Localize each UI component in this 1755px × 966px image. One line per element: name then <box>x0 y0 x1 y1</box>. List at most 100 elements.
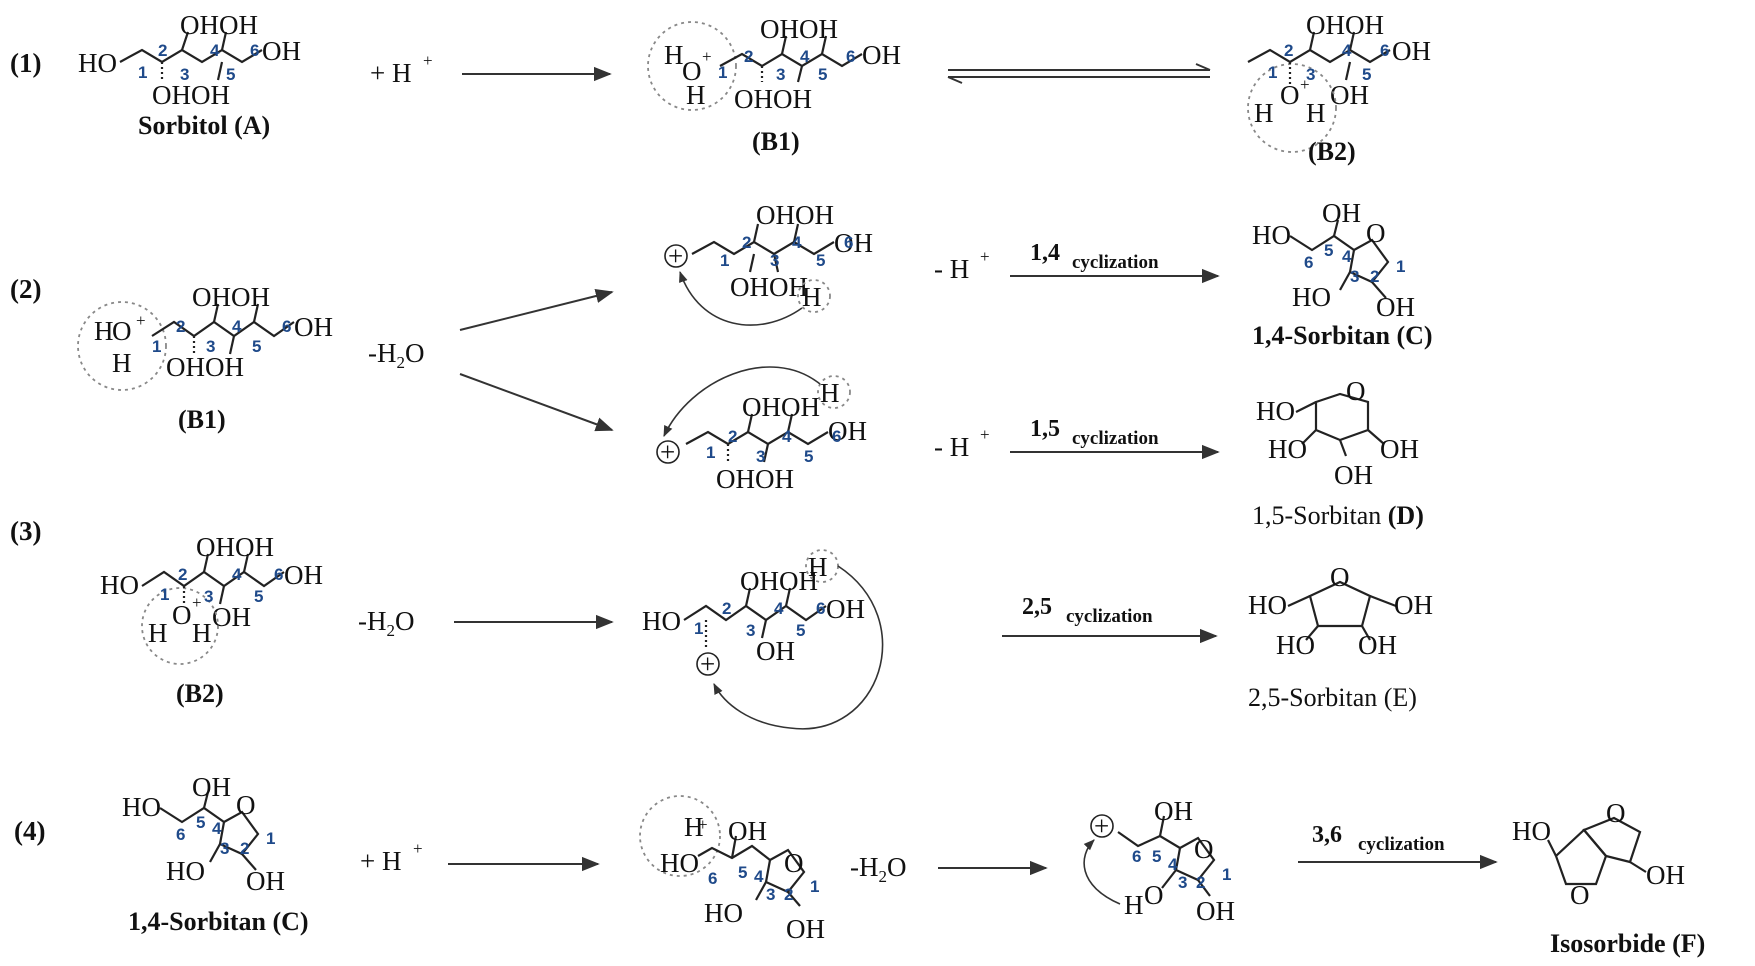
c3-number: 3 <box>180 65 189 84</box>
ho-label: HO <box>122 792 161 822</box>
ohoh-top-label: OHOH <box>742 392 820 422</box>
carbon-chain <box>151 320 295 338</box>
branch-arrow-down <box>459 373 614 432</box>
c6-number: 6 <box>1380 41 1389 60</box>
c6-number: 6 <box>846 47 855 66</box>
ohoh-top-label: OHOH <box>180 10 258 40</box>
ho-label: HO <box>1512 816 1551 846</box>
water-loss-label: -H2O <box>358 606 415 640</box>
c5-number: 5 <box>816 251 825 270</box>
ohoh-bottom-label: OHOH <box>730 272 808 302</box>
carbocation-intermediate: + OH OHOH OHOH H 1 2 3 4 5 6 <box>664 200 873 326</box>
oh-label: OH <box>1322 198 1361 228</box>
oh-label: OH <box>1376 292 1415 322</box>
c1-number: 1 <box>152 337 161 356</box>
furanose-ring <box>1348 238 1390 284</box>
carbon-chain <box>141 570 285 588</box>
c6-number: 6 <box>832 427 841 446</box>
step-label-2: (2) <box>10 274 41 304</box>
c3-number: 3 <box>776 65 785 84</box>
c1-number: 1 <box>1396 257 1405 276</box>
oh-label: OH <box>284 560 323 590</box>
step-label-3: (3) <box>10 516 41 546</box>
cyclization-3-6-number: 3,6 <box>1312 822 1342 848</box>
sorbitan-1-5-structure: HO O HO OH OH <box>1256 376 1419 490</box>
c2-number: 2 <box>722 599 731 618</box>
c3-number: 3 <box>1350 267 1359 286</box>
compound-label-f: Isosorbide (F) <box>1550 929 1705 958</box>
branch-arrow-up <box>459 288 614 331</box>
ho-label: HO <box>1252 220 1291 250</box>
highlight-circle <box>77 301 167 391</box>
sorbitan-1-4-structure: HO OH O HO OH 6 5 4 3 2 1 <box>1252 198 1415 322</box>
c1-number: 1 <box>138 63 147 82</box>
ohoh-top-label: OHOH <box>756 200 834 230</box>
ring-oxygen-label: O <box>1570 880 1590 910</box>
highlight-circle <box>647 21 737 111</box>
oh-label: OH <box>1392 36 1431 66</box>
c3-number: 3 <box>756 447 765 466</box>
charge-plus: + <box>1094 811 1109 841</box>
oh-label: OH <box>834 228 873 258</box>
ohoh-top-label: OHOH <box>740 566 818 596</box>
oh-label: OH <box>756 636 795 666</box>
compound-label-c: 1,4-Sorbitan (C) <box>1252 321 1433 350</box>
ohoh-top-label: OHOH <box>192 282 270 312</box>
highlight-circle <box>639 795 721 877</box>
c1-number: 1 <box>1222 865 1231 884</box>
ho-label: HO <box>1248 590 1287 620</box>
carbon-chain <box>719 52 863 68</box>
furanose-ring <box>764 848 806 894</box>
oh-label: OH <box>1358 630 1397 660</box>
carbon-chain <box>1247 48 1391 64</box>
h-label: H <box>802 282 822 312</box>
furanose-ring <box>1174 836 1216 882</box>
ohoh-bottom-label: OHOH <box>734 84 812 114</box>
c1-number: 1 <box>720 251 729 270</box>
c6-number: 6 <box>176 825 185 844</box>
o-label: O <box>172 600 192 630</box>
highlight-circle <box>797 279 831 313</box>
h-label: H <box>808 552 828 582</box>
ho-label: HO <box>166 856 205 886</box>
c1-number: 1 <box>266 829 275 848</box>
c5-number: 5 <box>252 337 261 356</box>
carbocation-intermediate: + OH OHOH H OHOH 1 2 3 4 5 6 <box>656 366 867 494</box>
c4-number: 4 <box>1342 247 1352 266</box>
c3-number: 3 <box>206 337 215 356</box>
cyclization-label: cyclization <box>1072 428 1159 449</box>
c4-number: 4 <box>232 317 242 336</box>
ring-oxygen-label: O <box>1194 834 1214 864</box>
charge-plus: + <box>668 241 683 271</box>
c2-number: 2 <box>1370 267 1379 286</box>
ring-oxygen-label: O <box>1606 798 1626 828</box>
side-chain <box>1117 831 1181 849</box>
c4-number: 4 <box>1168 855 1178 874</box>
c3-number: 3 <box>204 587 213 606</box>
equilibrium-arrows <box>947 63 1211 84</box>
compound-label-b2: (B2) <box>1308 137 1356 166</box>
step-label-4: (4) <box>14 816 45 846</box>
electron-arrow <box>1083 839 1121 905</box>
c2-number: 2 <box>178 565 187 584</box>
sorbitan-1-4-structure: HO OH O HO OH 6 5 4 3 2 1 <box>122 772 285 896</box>
charge-plus: + <box>192 593 202 612</box>
compound-label-e: 2,5-Sorbitan (E) <box>1248 683 1417 712</box>
carbocation-charge <box>656 440 680 464</box>
oh-label: OH <box>1646 860 1685 890</box>
ho-label: HO <box>1256 396 1295 426</box>
proton-charge: + <box>423 51 433 70</box>
c5-number: 5 <box>738 863 747 882</box>
protonated-sorbitol-b2: OH OHOH OH O + H H 1 2 3 4 5 6 <box>1247 10 1431 153</box>
cyclization-1-4-number: 1,4 <box>1030 240 1060 266</box>
h-label: H <box>664 40 684 70</box>
o-label: O <box>682 56 702 86</box>
c2-number: 2 <box>158 41 167 60</box>
proton-charge: + <box>980 425 990 444</box>
oh-label: OH <box>1334 460 1373 490</box>
protonated-sorbitol-b1: H O + H OH OHOH OHOH 1 2 3 4 5 6 <box>77 282 333 391</box>
cyclization-label: cyclization <box>1066 606 1153 627</box>
c6-number: 6 <box>844 233 853 252</box>
c5-number: 5 <box>1362 65 1371 84</box>
